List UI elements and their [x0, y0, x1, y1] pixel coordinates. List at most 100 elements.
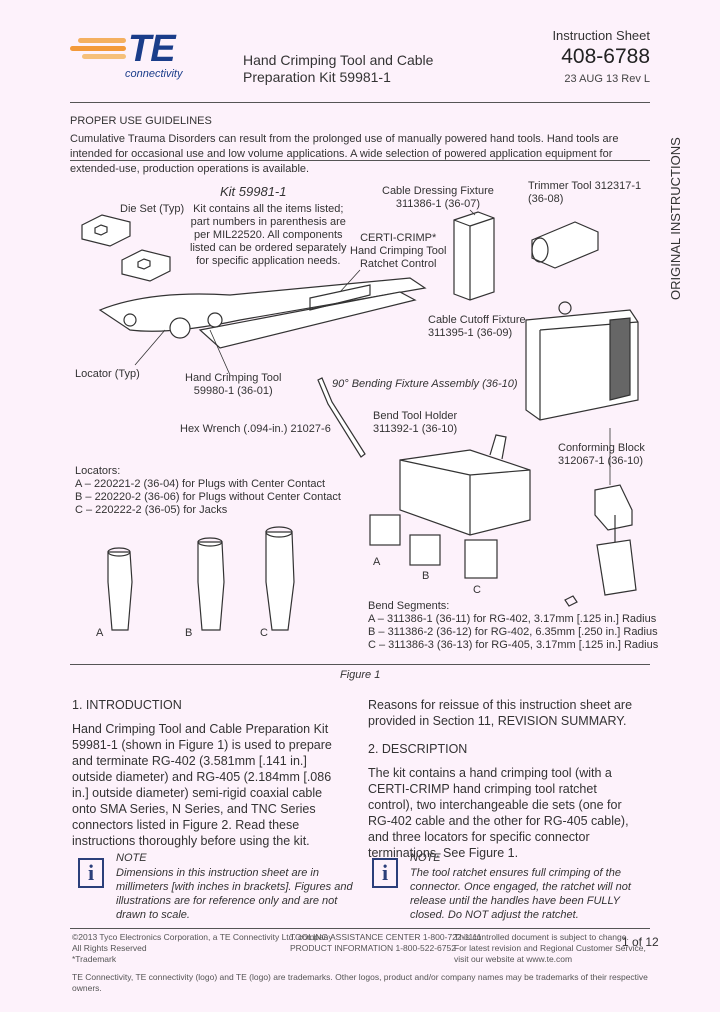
locator-item: A – 220221-2 (36-04) for Plugs with Cent…	[75, 478, 326, 490]
bend-segment-drawings	[369, 514, 498, 579]
bend-segments-heading: Bend Segments:	[368, 600, 450, 612]
intro-body: Hand Crimping Tool and Cable Preparation…	[72, 722, 332, 848]
segment-letter: B	[422, 570, 430, 582]
label-line: Trimmer Tool 312317-1	[528, 180, 642, 192]
locators-legend: Locators: A – 220221-2 (36-04) for Plugs…	[75, 465, 341, 517]
left-column: 1. INTRODUCTION Hand Crimping Tool and C…	[72, 697, 344, 857]
footer-copyright: ©2013 Tyco Electronics Corporation, a TE…	[72, 932, 333, 965]
kit-text-line: listed can be ordered separately	[190, 242, 347, 254]
logo-wordmark: TE	[128, 28, 176, 70]
label-line: Cable Cutoff Fixture	[428, 314, 526, 326]
bend-segments-legend: Bend Segments: A – 311386-1 (36-11) for …	[368, 600, 658, 652]
figure-bottom-rule	[70, 664, 650, 665]
footer-line: All Rights Reserved	[72, 943, 147, 953]
crimping-tool-drawing	[98, 277, 427, 349]
ratchet-label: CERTI-CRIMP* Hand Crimping Tool Ratchet …	[350, 232, 446, 271]
title-line-2: Preparation Kit 59981-1	[243, 69, 391, 85]
label-line: 59980-1 (36-01)	[193, 385, 273, 397]
kit-text-line: for specific application needs.	[196, 255, 341, 267]
note-heading: NOTE	[410, 852, 441, 864]
footer-rule	[70, 928, 650, 929]
sheet-date: 23 AUG 13 Rev L	[564, 73, 650, 85]
trimmer-label: Trimmer Tool 312317-1 (36-08)	[528, 180, 641, 206]
bend-holder-label: Bend Tool Holder 311392-1 (36-10)	[373, 410, 457, 436]
guidelines-heading: PROPER USE GUIDELINES	[70, 115, 212, 127]
kit-text-line: part numbers in parenthesis are	[190, 216, 346, 228]
die-set-drawing	[81, 214, 171, 282]
note-body: Dimensions in this instruction sheet are…	[116, 867, 353, 921]
footer-trademark: TE Connectivity, TE connectivity (logo) …	[72, 972, 648, 993]
footer-line: This controlled document is subject to c…	[454, 932, 629, 942]
bend-segment-item: B – 311386-2 (36-12) for RG-402, 6.35mm …	[368, 626, 658, 638]
document-title: Hand Crimping Tool and Cable Preparation…	[243, 52, 433, 86]
figure-illustration	[81, 209, 639, 631]
note-1: i NOTE Dimensions in this instruction sh…	[78, 852, 363, 921]
footer-line: TOOLING ASSISTANCE CENTER 1-800-722-1111	[290, 932, 482, 942]
segment-letter: C	[473, 584, 481, 596]
label-line: CERTI-CRIMP*	[360, 232, 437, 244]
footer-line: ©2013 Tyco Electronics Corporation, a TE…	[72, 932, 333, 942]
sheet-type: Instruction Sheet	[552, 28, 650, 43]
description-heading: 2. DESCRIPTION	[368, 742, 468, 756]
intro-heading: 1. INTRODUCTION	[72, 698, 182, 712]
locator-item: B – 220220-2 (36-06) for Plugs without C…	[75, 491, 341, 503]
te-logo: TE connectivity	[70, 28, 200, 84]
label-line: 311395-1 (36-09)	[428, 327, 513, 339]
guidelines-body: Cumulative Trauma Disorders can result f…	[70, 133, 619, 175]
hex-wrench-label: Hex Wrench (.094-in.) 21027-6	[180, 423, 331, 435]
title-line-1: Hand Crimping Tool and Cable	[243, 52, 434, 68]
footer-contact: TOOLING ASSISTANCE CENTER 1-800-722-1111…	[290, 932, 481, 954]
label-line: Hand Crimping Tool	[185, 372, 282, 384]
conforming-label: Conforming Block 312067-1 (36-10)	[558, 442, 645, 468]
footer-revision: This controlled document is subject to c…	[454, 932, 646, 965]
label-line: Conforming Block	[558, 442, 645, 454]
locator-letter: B	[185, 627, 193, 639]
sheet-number: 408-6788	[561, 45, 650, 68]
crimp-tool-label: Hand Crimping Tool 59980-1 (36-01)	[185, 372, 281, 398]
label-line: 311386-1 (36-07)	[395, 198, 481, 210]
segment-letter: A	[373, 556, 381, 568]
bend-segment-item: A – 311386-1 (36-11) for RG-402, 3.17mm …	[368, 613, 657, 625]
kit-text-line: Kit contains all the items listed;	[193, 203, 344, 215]
right-column: Reasons for reissue of this instruction …	[368, 697, 640, 869]
figure-top-rule	[70, 160, 650, 161]
cable-cutoff-fixture-drawing	[525, 301, 639, 421]
guidelines: PROPER USE GUIDELINES Cumulative Trauma …	[70, 114, 650, 177]
locator-item: C – 220222-2 (36-05) for Jacks	[75, 504, 228, 516]
bending-fixture-label: 90° Bending Fixture Assembly (36-10)	[332, 378, 518, 390]
kit-text-line: per MIL22520. All components	[193, 229, 343, 241]
side-label: ORIGINAL INSTRUCTIONS	[668, 137, 684, 300]
note-heading: NOTE	[116, 852, 147, 864]
label-line: 311392-1 (36-10)	[373, 423, 458, 435]
label-line: Bend Tool Holder	[373, 410, 458, 422]
info-icon: i	[78, 858, 104, 888]
label-line: 312067-1 (36-10)	[558, 455, 644, 467]
description-body: The kit contains a hand crimping tool (w…	[368, 766, 629, 860]
label-line: (36-08)	[528, 193, 564, 205]
page-number: 1 of 12	[622, 935, 659, 949]
locator-letter: A	[96, 627, 104, 639]
bend-segment-item: C – 311386-3 (36-13) for RG-405, 3.17mm …	[368, 639, 659, 651]
label-line: Cable Dressing Fixture	[382, 185, 494, 197]
die-set-label: Die Set (Typ)	[120, 203, 185, 215]
trimmer-tool-drawing	[531, 221, 599, 269]
kit-title: Kit 59981-1	[220, 184, 287, 199]
note-body: The tool ratchet ensures full crimping o…	[410, 867, 631, 921]
header-info: Instruction Sheet 408-6788 23 AUG 13 Rev…	[552, 28, 650, 85]
figure-caption: Figure 1	[340, 669, 381, 681]
kit-description: Kit contains all the items listed; part …	[190, 203, 347, 268]
footer-line: visit our website at www.te.com	[454, 954, 573, 964]
reasons-text: Reasons for reissue of this instruction …	[368, 698, 633, 728]
locator-typ-label: Locator (Typ)	[75, 368, 140, 380]
side-label-text: ORIGINAL INSTRUCTIONS	[668, 137, 683, 300]
label-line: Ratchet Control	[359, 258, 437, 270]
locators-heading: Locators:	[75, 465, 121, 477]
hex-wrench-drawing	[317, 377, 366, 458]
info-icon: i	[372, 858, 398, 888]
header-rule	[70, 102, 650, 103]
cable-dressing-label: Cable Dressing Fixture 311386-1 (36-07)	[382, 185, 494, 211]
figure-1: Kit 59981-1 Kit contains all the items l…	[70, 170, 658, 670]
bend-tool-holder-drawing	[399, 434, 531, 536]
footer-line: PRODUCT INFORMATION 1-800-522-6752	[290, 943, 456, 953]
footer-line: For latest revision and Regional Custome…	[454, 943, 646, 953]
